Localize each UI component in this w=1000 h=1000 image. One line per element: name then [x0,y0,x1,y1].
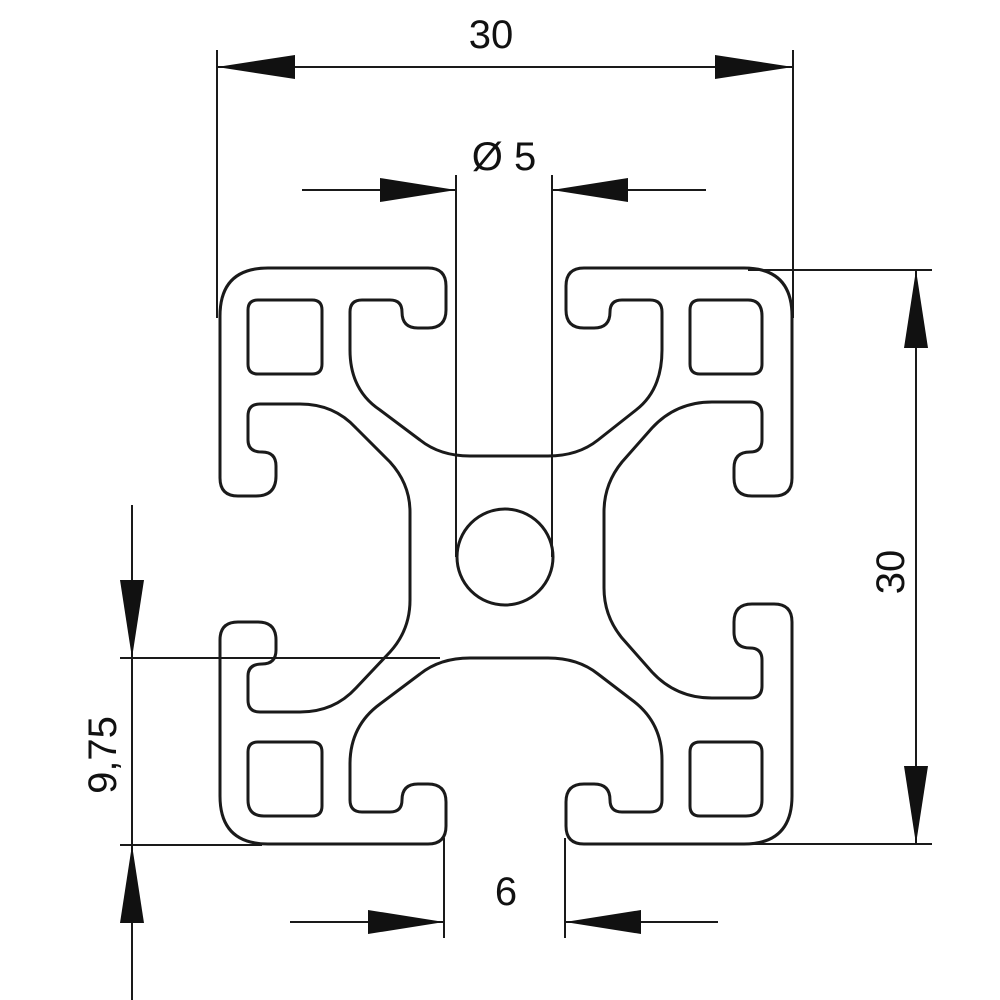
arrowhead-width-right [715,55,793,79]
arrowhead-bore-right [552,178,628,202]
profile-body [218,266,794,846]
width-label: 30 [469,13,514,57]
dimension-width: 30 [216,13,794,318]
corner-chamber-bottom-right [688,740,764,818]
dimension-bore: Ø 5 [302,135,706,557]
slot-label: 6 [495,870,517,914]
dimension-slot: 6 [290,838,718,938]
arrowhead-bore-left [380,178,456,202]
arrowhead-height-top [904,270,928,348]
offset-label: 9,75 [81,716,125,794]
arrowhead-slot-left [368,910,444,934]
corner-chamber-top-left [246,298,324,376]
arrowhead-offset-top [120,580,144,658]
center-bore [455,507,555,607]
dimension-offset: 9,75 [81,505,440,1000]
arrowhead-slot-right [565,910,641,934]
dimension-height: 30 [748,269,932,845]
height-label: 30 [869,550,913,595]
bore-label: Ø 5 [472,135,536,179]
corner-chamber-top-right [688,298,764,376]
corner-chamber-bottom-left [246,740,324,818]
arrowhead-offset-bottom [120,845,144,923]
arrowhead-height-bottom [904,766,928,844]
arrowhead-width-left [217,55,295,79]
